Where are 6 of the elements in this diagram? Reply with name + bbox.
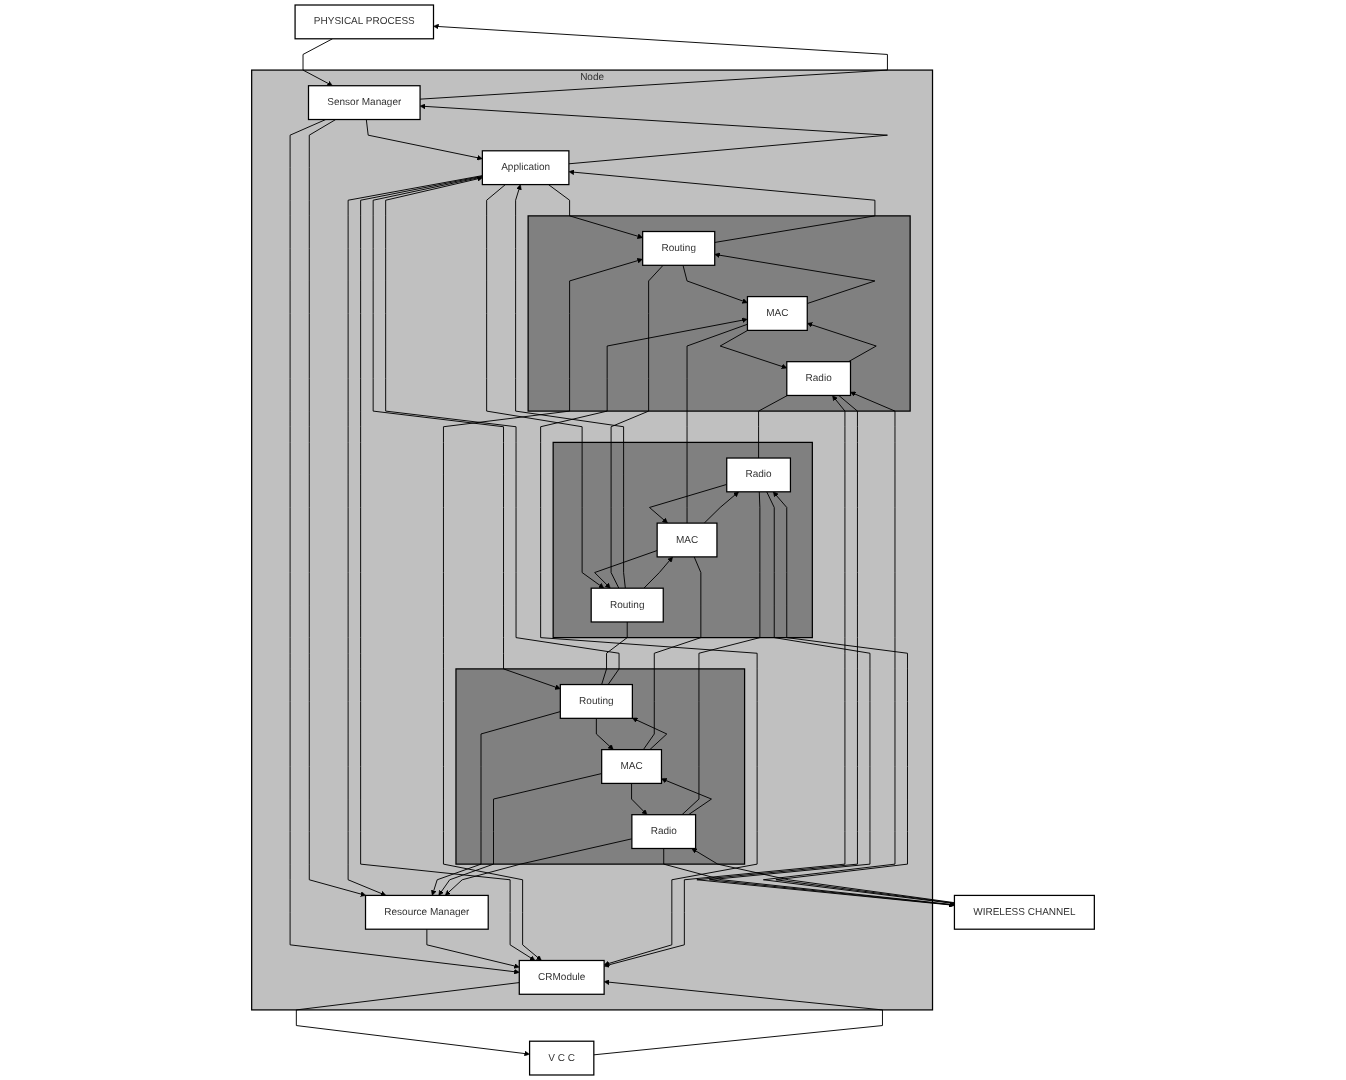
cluster [552, 441, 813, 639]
connector [610, 264, 664, 589]
cluster [527, 215, 911, 412]
connector [758, 395, 788, 459]
connector [601, 621, 628, 685]
cluster [455, 668, 746, 865]
